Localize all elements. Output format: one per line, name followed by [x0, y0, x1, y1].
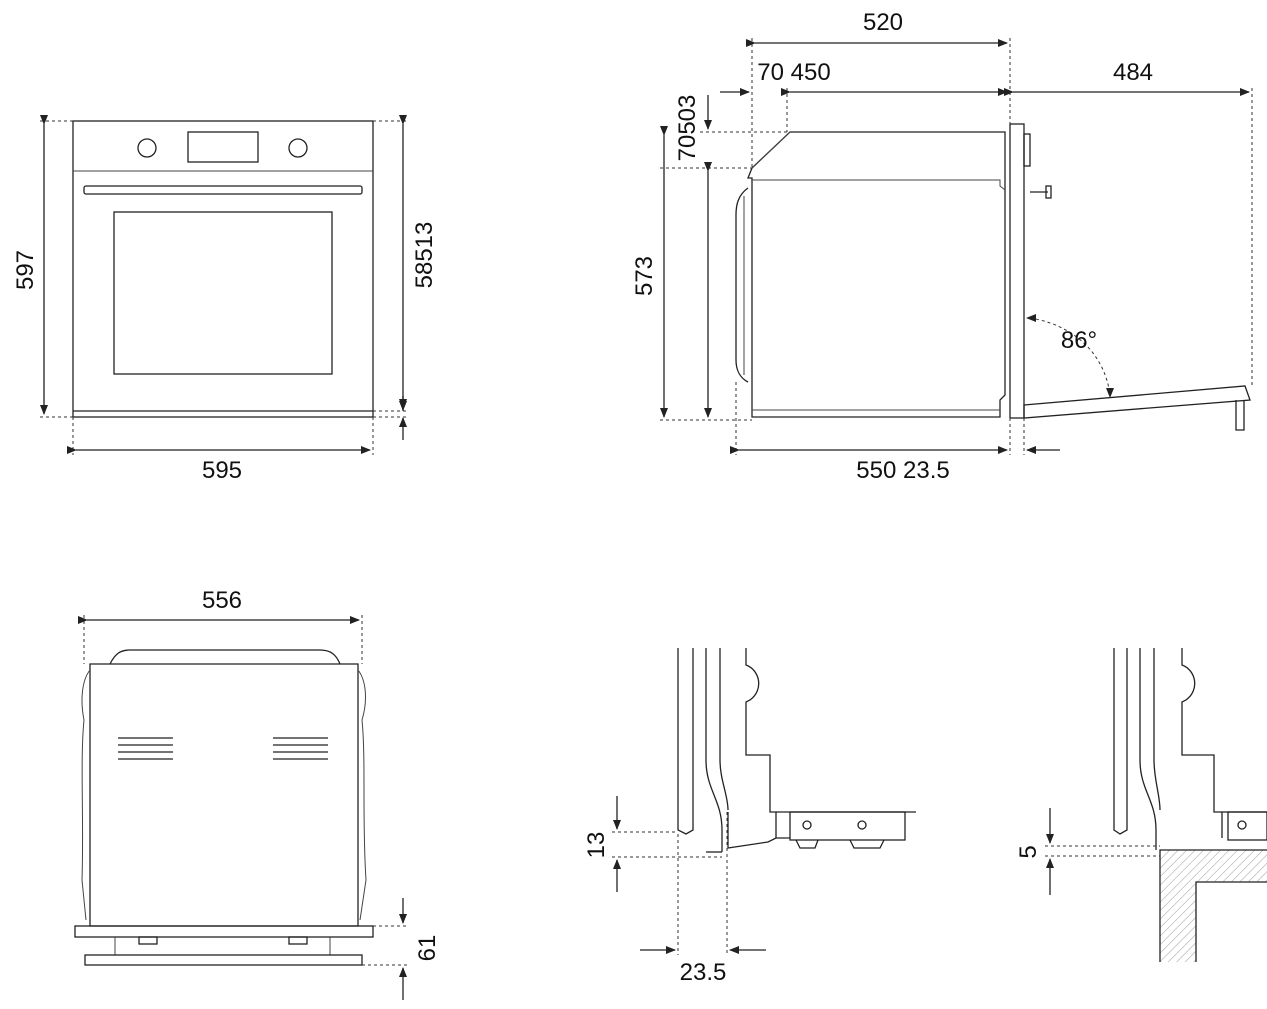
oven-side-body [747, 131, 1006, 418]
height-label: 573 [631, 256, 658, 296]
height-label: 597 [12, 250, 39, 290]
oven-top-body [89, 663, 359, 927]
right-knob-icon [288, 138, 308, 158]
depth-label: 520 [863, 9, 903, 36]
width-label: 556 [202, 587, 242, 614]
door-handle-open [1235, 400, 1245, 431]
frame-profile-a [705, 648, 723, 852]
door-handle [83, 185, 363, 195]
offset-label: 23.5 [680, 959, 727, 986]
bottom-label: 550 23.5 [856, 457, 949, 484]
oven-front-outline [72, 120, 374, 418]
vent-left [118, 737, 173, 760]
step-label: 61 [414, 935, 441, 962]
top-left-label: 70 450 [757, 59, 830, 86]
door-top [84, 954, 363, 966]
hinge-bracket-b [1227, 811, 1267, 841]
top-vertical-label: 70503 [674, 95, 701, 162]
left-knob-icon [137, 138, 157, 158]
front-frame [74, 925, 374, 938]
cabinet-shelf-hatch [1160, 850, 1267, 962]
angle-arc [1029, 317, 1111, 396]
rear-bulge [735, 187, 749, 383]
frame-profile-b [1139, 648, 1157, 850]
hinge-bracket-a [789, 811, 906, 841]
oven-wall-b [1181, 648, 1223, 838]
door-open-label: 484 [1113, 59, 1153, 86]
detail-a: 13 23.5 [583, 648, 916, 986]
width-label: 595 [202, 457, 242, 484]
inner-height-label: 58513 [411, 222, 438, 289]
door-window [113, 211, 333, 375]
front-panel [1009, 123, 1025, 419]
side-view: 86° 520 70 450 484 70503 573 550 23.5 [631, 9, 1253, 484]
angle-label: 86° [1061, 327, 1097, 354]
screw-icon [857, 820, 867, 830]
screw-icon [802, 820, 812, 830]
oven-wall-a [745, 648, 777, 838]
detail-b: 5 [1015, 648, 1267, 962]
gap-label: 13 [583, 832, 610, 859]
screw-icon [1237, 820, 1247, 830]
top-view: 556 61 [74, 587, 441, 1000]
display-panel [187, 131, 259, 163]
front-view: 597 58513 595 [12, 115, 438, 484]
gap-label: 5 [1015, 845, 1042, 858]
top-rim [109, 649, 341, 665]
open-door [1023, 385, 1251, 419]
vent-right [273, 737, 328, 760]
cabinet-wall [677, 648, 694, 835]
cabinet-wall [1113, 648, 1128, 835]
